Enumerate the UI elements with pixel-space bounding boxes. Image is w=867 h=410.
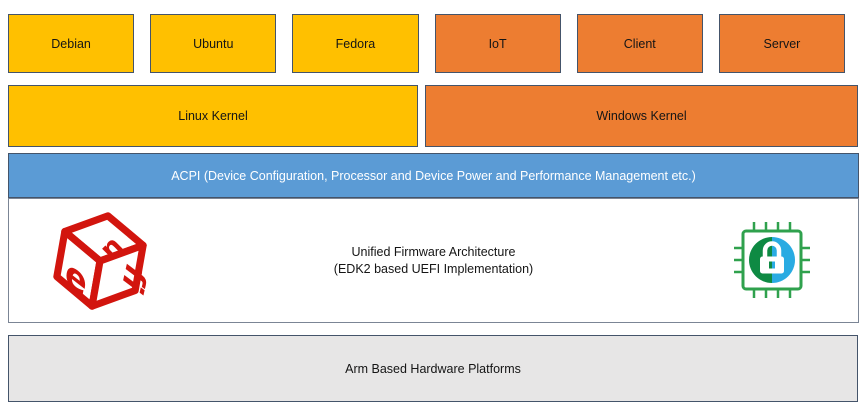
acpi-label: ACPI (Device Configuration, Processor an…	[171, 168, 696, 183]
windows-kernel-label: Windows Kernel	[596, 109, 687, 123]
acpi-bar: ACPI (Device Configuration, Processor an…	[8, 153, 859, 198]
os-box-debian: Debian	[8, 14, 135, 73]
uefi-logo-icon: u e fi	[53, 212, 153, 310]
padlock-shackle	[762, 241, 782, 258]
hardware-label: Arm Based Hardware Platforms	[345, 361, 521, 376]
firmware-caption: Unified Firmware Architecture (EDK2 base…	[9, 244, 858, 278]
padlock-keyhole-left	[769, 261, 772, 269]
chip-pins	[734, 222, 810, 298]
os-box-label: Ubuntu	[193, 36, 234, 51]
security-chip-icon	[734, 222, 810, 298]
firmware-title: Unified Firmware Architecture	[351, 244, 516, 259]
windows-kernel-box: Windows Kernel	[425, 85, 858, 147]
os-row: Debian Ubuntu Fedora IoT Client Server	[8, 14, 846, 73]
os-box-fedora: Fedora	[292, 14, 419, 73]
firmware-box: u e fi Unified Firmware Architecture (ED…	[8, 198, 859, 323]
linux-kernel-label: Linux Kernel	[178, 109, 248, 123]
os-box-label: Fedora	[335, 36, 376, 51]
os-box-ubuntu: Ubuntu	[150, 14, 277, 73]
os-box-label: Client	[623, 36, 656, 51]
os-box-label: Server	[763, 36, 801, 51]
os-box-server: Server	[718, 14, 846, 73]
padlock-keyhole-right	[772, 261, 775, 269]
os-box-iot: IoT	[434, 14, 561, 73]
os-box-client: Client	[576, 14, 703, 73]
uefi-cube-right-face	[88, 241, 147, 310]
linux-kernel-box: Linux Kernel	[8, 85, 418, 147]
hardware-bar: Arm Based Hardware Platforms	[8, 335, 858, 402]
os-box-label: Debian	[51, 36, 91, 51]
os-box-label: IoT	[488, 36, 507, 51]
firmware-subtitle: (EDK2 based UEFI Implementation)	[333, 261, 534, 276]
